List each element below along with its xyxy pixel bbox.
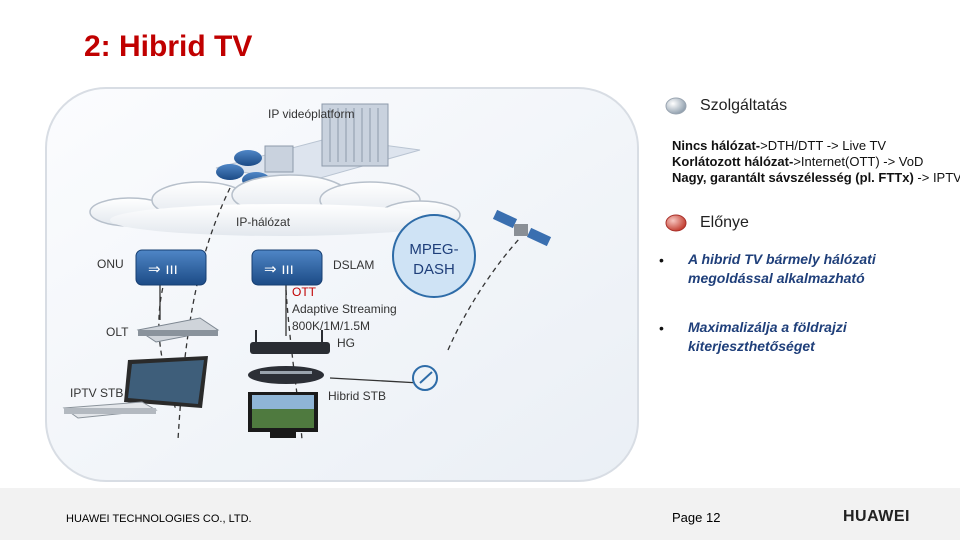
satellite-dish-icon	[412, 365, 438, 391]
services-bullet-icon	[665, 97, 687, 115]
ott-label: OTT	[292, 285, 316, 299]
bullet-dot: •	[659, 320, 664, 336]
advantage-item-1: A hibrid TV bármely hálózati megoldással…	[688, 251, 876, 286]
service-line-1-bold: Nincs hálózat-	[672, 138, 761, 153]
mpeg-line-2: DASH	[413, 261, 455, 278]
bullet-dot: •	[659, 252, 664, 268]
service-line-3-bold: Nagy, garantált sávszélesség (pl. FTTx)	[672, 170, 914, 185]
page-title: 2: Hibrid TV	[84, 30, 253, 63]
service-line-3-rest: -> IPTV	[913, 170, 960, 185]
brand-name: HUAWEI	[843, 508, 910, 525]
advantage-item-2: Maximalizálja a földrajzi kiterjeszthető…	[688, 319, 847, 354]
service-line-1-rest: >DTH/DTT -> Live TV	[760, 138, 887, 153]
footer-bar	[0, 488, 960, 540]
service-line-2-rest: >Internet(OTT) -> VoD	[793, 154, 924, 169]
iptv-stb-label: IPTV STB	[70, 386, 124, 400]
olt-label: OLT	[106, 325, 129, 339]
ip-network-label: IP-hálózat	[236, 215, 291, 229]
service-line-2: Korlátozott hálózat->Internet(OTT) -> Vo…	[672, 154, 960, 170]
tv-icon	[124, 356, 208, 408]
set-top-box-icon	[62, 401, 158, 419]
svg-text:⇒ ııı: ⇒ ııı	[148, 260, 178, 278]
hybrid-stb-label: Hibrid STB	[328, 389, 387, 403]
footer-company: HUAWEI TECHNOLOGIES CO., LTD.	[66, 513, 252, 525]
cloud-icon	[89, 174, 461, 236]
server-rack-icon	[215, 103, 421, 183]
dslam-label: DSLAM	[333, 258, 375, 272]
router-icon: ⇒ ııı	[135, 249, 207, 286]
service-line-2-bold: Korlátozott hálózat-	[672, 154, 794, 169]
svg-text:⇒ ııı: ⇒ ııı	[264, 260, 294, 278]
services-list: Nincs hálózat->DTH/DTT -> Live TV Korlát…	[672, 138, 960, 186]
advantages-heading: Előnye	[700, 214, 749, 231]
onu-label: ONU	[97, 257, 124, 271]
adaptive-streaming-label: Adaptive Streaming	[292, 302, 397, 316]
mpeg-dash-badge	[392, 214, 476, 298]
set-top-box-icon	[136, 317, 220, 343]
satellite-icon	[492, 209, 552, 247]
mpeg-dash-label: MPEG- DASH	[392, 240, 476, 280]
ip-platform-label: IP videóplatform	[268, 107, 355, 121]
services-heading: Szolgáltatás	[700, 97, 788, 114]
router-icon: ⇒ ııı	[251, 249, 323, 286]
service-line-1: Nincs hálózat->DTH/DTT -> Live TV	[672, 138, 960, 154]
set-top-box-icon	[248, 366, 324, 384]
advantages-bullet-icon	[665, 214, 687, 232]
tv-icon	[248, 392, 318, 438]
page-number: Page 12	[672, 510, 721, 525]
service-line-3: Nagy, garantált sávszélesség (pl. FTTx) …	[672, 170, 960, 186]
router-icon	[250, 330, 330, 354]
hg-label: HG	[337, 336, 355, 350]
mpeg-line-1: MPEG-	[409, 241, 459, 258]
bitrate-label: 800K/1M/1.5M	[292, 319, 371, 333]
ott-info: OTT Adaptive Streaming 800K/1M/1.5M	[292, 284, 397, 335]
